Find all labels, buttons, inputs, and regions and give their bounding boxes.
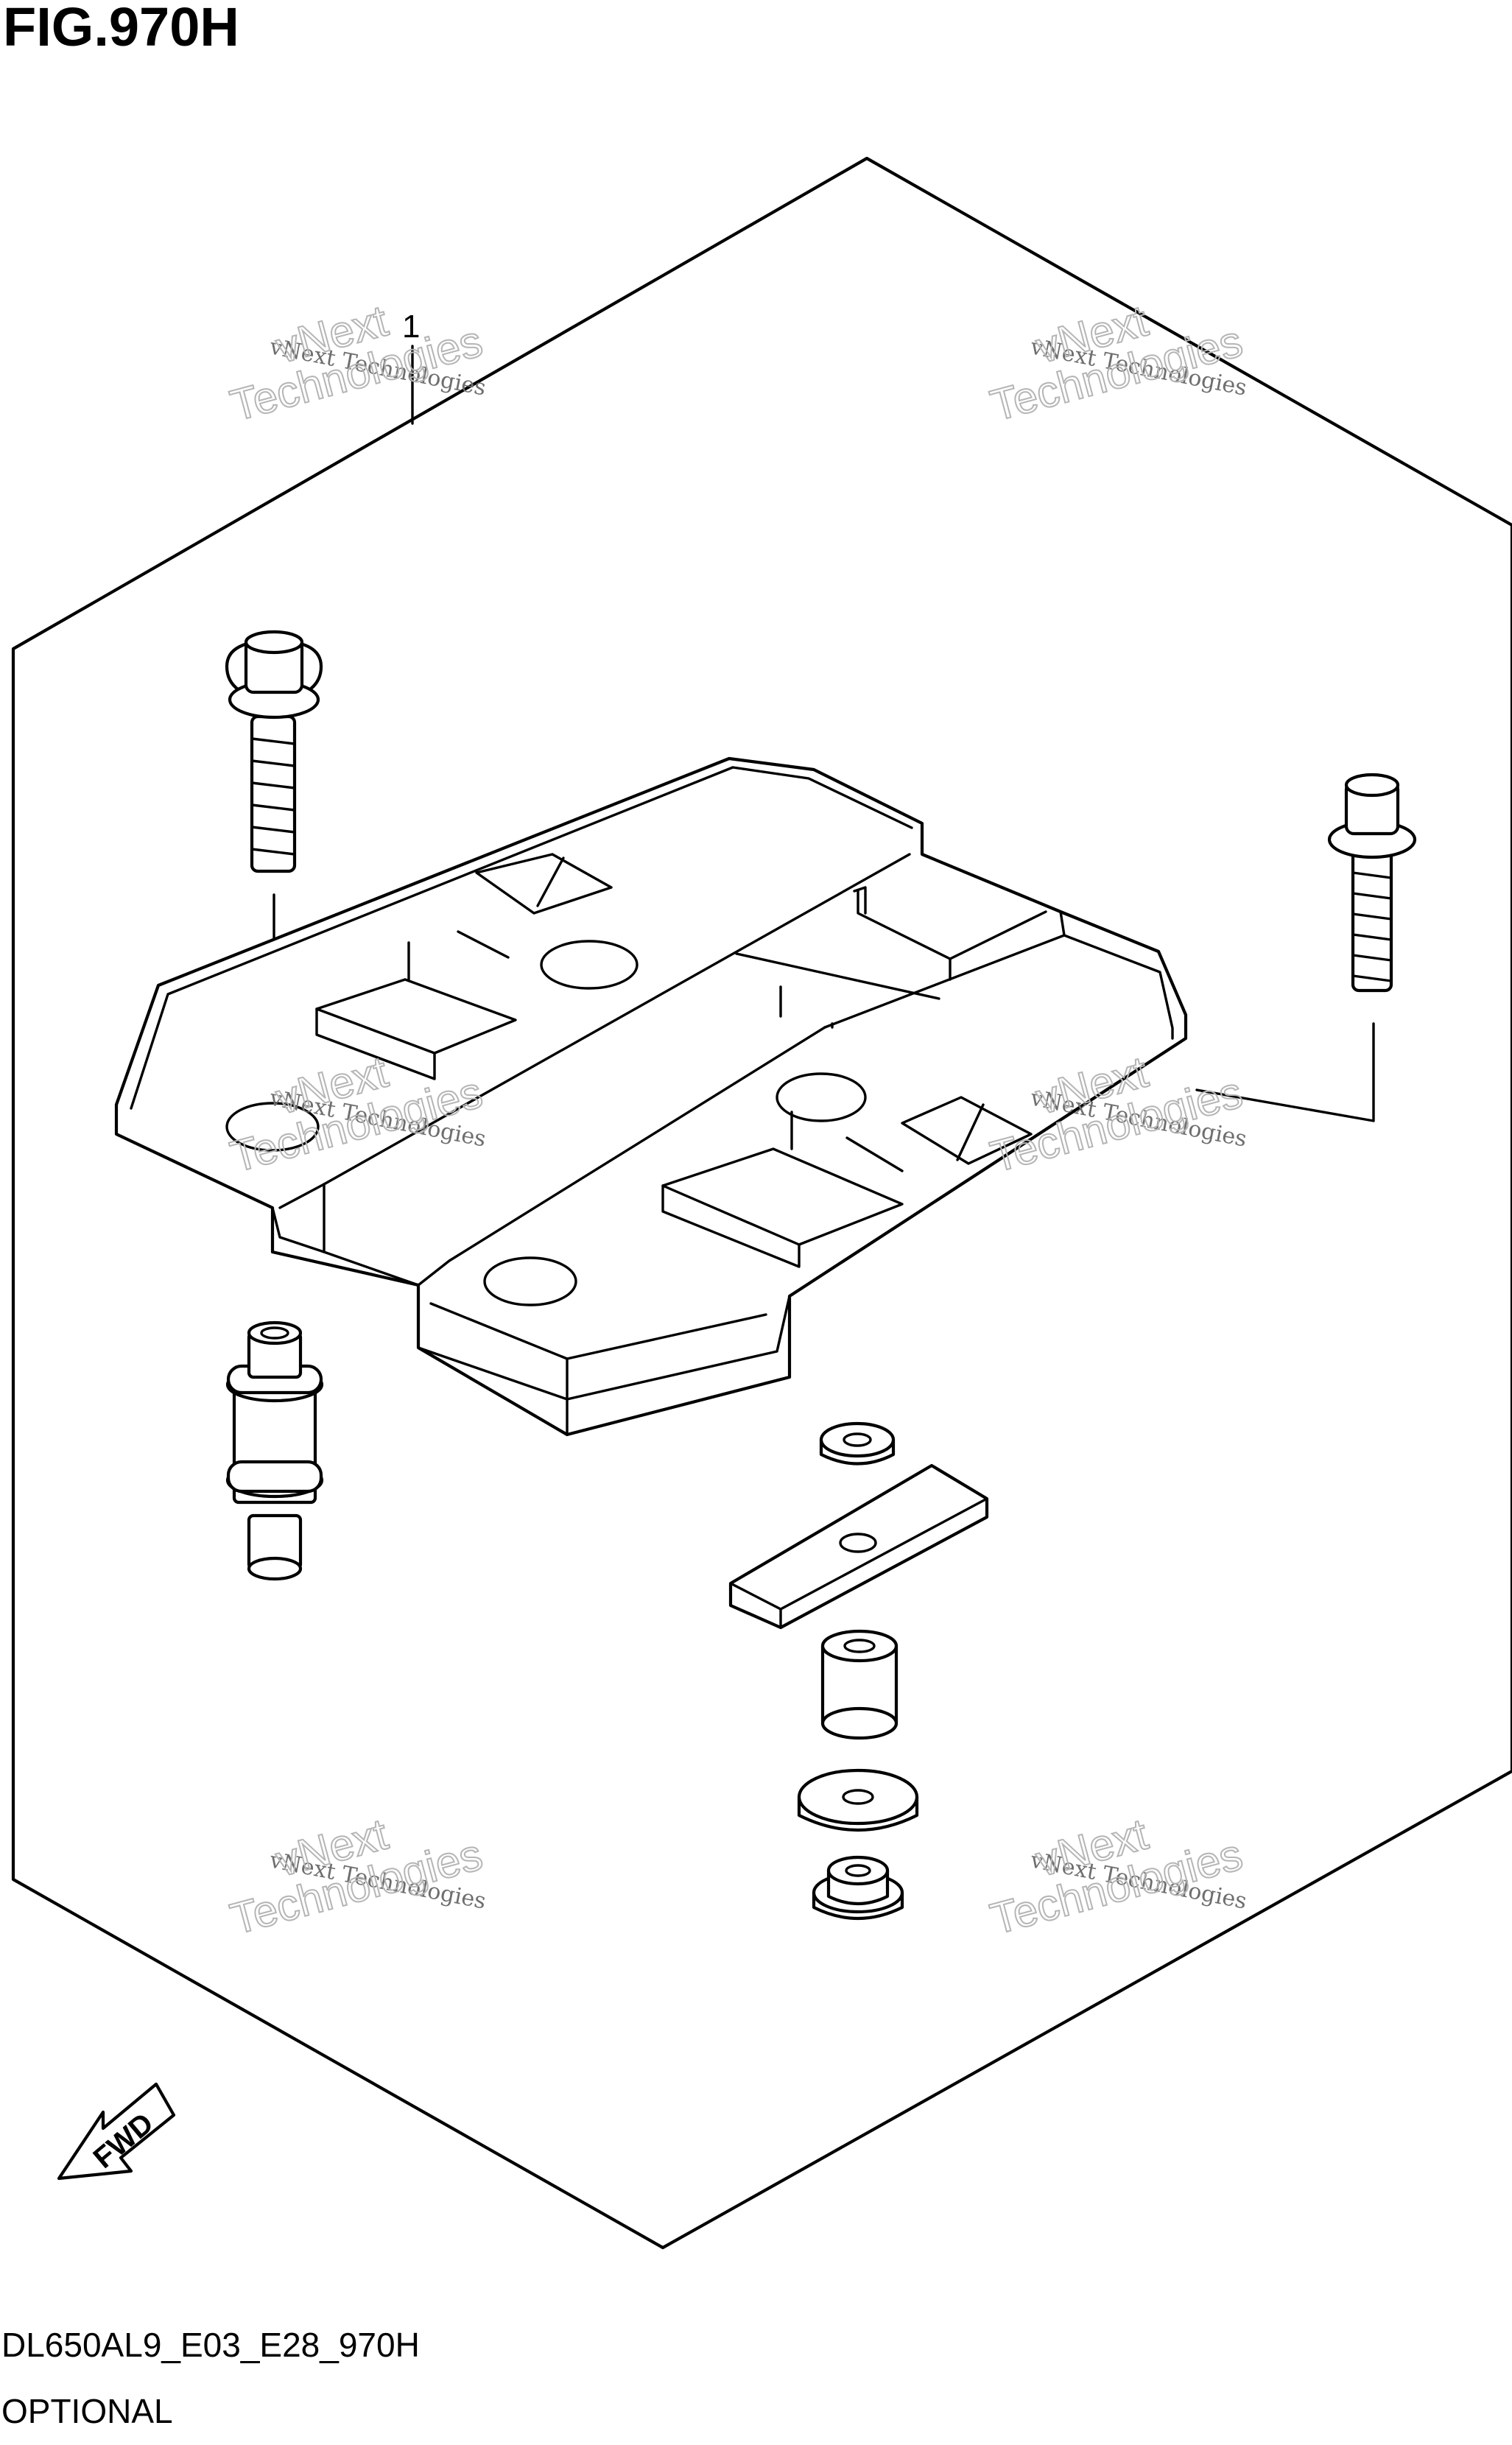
stud-collar (225, 1320, 324, 1581)
flange-nut (812, 1855, 904, 1921)
model-code: DL650AL9_E03_E28_970H (1, 2326, 420, 2364)
flat-bar (728, 1463, 989, 1630)
callout-1-label: 1 (402, 309, 420, 345)
group-label: OPTIONAL (1, 2392, 173, 2430)
spacer-sleeve (820, 1629, 899, 1740)
assembly-boundary (11, 156, 1512, 2250)
watermark-bottom-right-big: vNext Technologies (985, 1808, 1248, 1944)
large-washer (797, 1768, 919, 1832)
carrier-plate (114, 756, 1188, 1437)
watermark-top-left-big: vNext Technologies (225, 295, 488, 431)
watermark-layer: vNext Technologies vNext Technologies vN… (225, 295, 1249, 1944)
fwd-arrow-icon: FWD (57, 2082, 176, 2181)
callout-1: 1 (402, 309, 420, 425)
flange-bolt-left (225, 630, 323, 1099)
figure-title: FIG.970H (3, 0, 239, 57)
flange-bolt-right (1195, 773, 1417, 1122)
watermark-bottom-left-big: vNext Technologies (225, 1808, 488, 1944)
small-washer (819, 1421, 896, 1466)
